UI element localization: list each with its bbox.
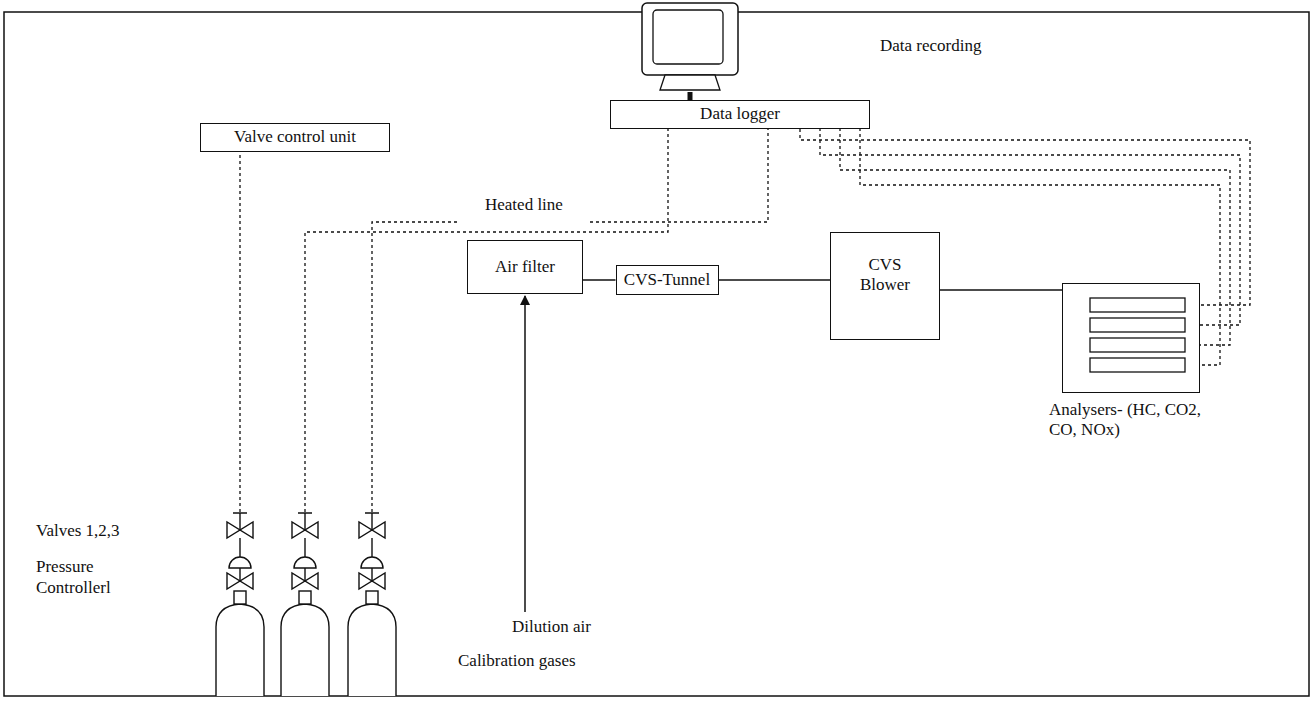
analyser-modules — [1090, 298, 1185, 372]
frame — [4, 12, 1309, 696]
annotation-label: Dilution air — [510, 616, 593, 637]
valve-stem — [365, 513, 379, 530]
equipment-box: Data logger — [610, 100, 870, 129]
equipment-box: CVS Blower — [830, 232, 940, 340]
signal-connector — [800, 129, 1250, 305]
box-label: Valve control unit — [234, 127, 356, 147]
box-label: Air filter — [495, 257, 555, 277]
valve-stem — [233, 513, 247, 530]
equipment-box: Analysers- (HC, CO2, CO, NOx) — [1062, 283, 1200, 393]
flow-connector — [583, 279, 616, 281]
gas-pipe — [371, 538, 372, 557]
annotation-label: Calibration gases — [456, 650, 578, 671]
gas-cylinders — [216, 513, 396, 696]
cylinder-body — [216, 604, 264, 696]
controller-dome — [361, 557, 383, 581]
cylinder-neck — [366, 591, 378, 604]
box-label: Analysers- (HC, CO2, CO, NOx) — [1049, 400, 1214, 441]
cylinder-body — [281, 604, 329, 696]
box-label: CVS-Tunnel — [624, 270, 710, 290]
annotation-label: Pressure Controllerl — [34, 556, 138, 599]
flow-connector — [719, 279, 831, 281]
gas-pipe — [304, 538, 305, 557]
cylinder-neck — [234, 591, 246, 604]
box-label: CVS Blower — [850, 255, 920, 296]
flow-connector — [940, 289, 1062, 291]
equipment-box: Valve control unit — [200, 123, 390, 152]
dilution-arrow — [524, 296, 526, 612]
valve-stem — [298, 513, 312, 530]
controller-dome — [294, 557, 316, 581]
equipment-box: Air filter — [467, 240, 583, 294]
box-label: Data logger — [700, 104, 780, 124]
equipment-box: CVS-Tunnel — [616, 265, 719, 295]
annotation-label: Heated line — [483, 194, 565, 215]
controller-dome — [229, 557, 251, 581]
monitor-node: Data recording — [640, 2, 740, 92]
monitor-outline — [640, 2, 740, 92]
box-label: Data recording — [880, 36, 981, 56]
flow-connector — [688, 92, 693, 100]
cylinder-neck — [299, 591, 311, 604]
annotation-label: Valves 1,2,3 — [34, 520, 122, 541]
cylinder-body — [348, 604, 396, 696]
signal-lines — [240, 128, 1240, 512]
gas-pipe — [239, 538, 240, 557]
